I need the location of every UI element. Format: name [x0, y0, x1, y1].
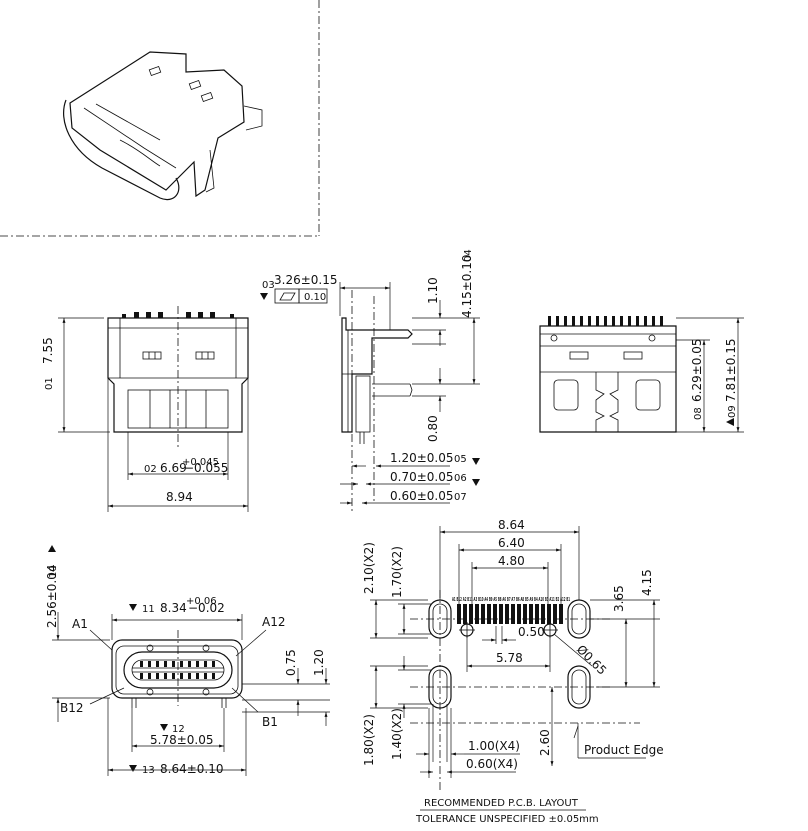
opening-dim-120: 1.20 — [312, 649, 326, 676]
pcb-slot-170: 1.70(X2) — [390, 546, 404, 598]
opening-width-tol-lower: −0.02 — [188, 601, 225, 615]
opening-height-tag: 10 — [48, 565, 59, 578]
pcb-caption-line1: RECOMMENDED P.C.B. LAYOUT — [424, 798, 579, 809]
opening-width-lower-tag: 13 — [142, 765, 155, 776]
pcb-pin-names: A1 B12 A2 B11 A3 B10 A4 B9 A5 B8 A6 B7 A… — [452, 597, 570, 603]
side-flatness: 0.10 — [304, 292, 326, 303]
label-a12: A12 — [262, 615, 285, 629]
label-b1: B1 — [262, 715, 278, 729]
front-height-value: 7.55 — [41, 337, 55, 364]
opening-pin-span: 5.78±0.05 — [150, 733, 214, 747]
side-height-total: 4.15±0.10 — [460, 255, 474, 319]
front-inner-tag: 02 — [144, 464, 157, 475]
pcb-layout — [370, 526, 660, 811]
side-depth-tag: 03 — [262, 280, 275, 291]
rear-height-b: 7.81±0.15 — [724, 339, 738, 403]
side-pin-c-tag: 07 — [454, 492, 467, 503]
pcb-slot-w-060: 0.60(X4) — [466, 757, 518, 771]
opening-view — [48, 545, 330, 776]
pcb-product-edge: Product Edge — [584, 743, 664, 757]
opening-width-tol-upper: +0.06 — [186, 596, 217, 607]
rear-height-b-tag: 09 — [727, 405, 738, 418]
pcb-slot-w-100: 1.00(X4) — [468, 739, 520, 753]
rear-view — [539, 316, 744, 433]
pcb-slot-210: 2.10(X2) — [362, 542, 376, 594]
side-offset-top: 1.10 — [426, 277, 440, 304]
rear-height-a: 6.29±0.05 — [690, 339, 704, 403]
pcb-pitch: 0.50 — [518, 625, 545, 639]
side-offset-low: 0.80 — [426, 415, 440, 442]
pcb-caption-line2: TOLERANCE UNSPECIFIED ±0.05mm — [415, 814, 599, 825]
side-pin-b-tag: 06 — [454, 473, 467, 484]
side-height-tag: 04 — [463, 249, 474, 262]
opening-width-value: 8.34 — [160, 601, 187, 615]
front-view — [58, 306, 249, 512]
pcb-dim-260: 2.60 — [538, 729, 552, 756]
opening-width-tag: 11 — [142, 604, 155, 615]
side-pin-b: 0.70±0.05 — [390, 470, 454, 484]
pcb-slot-140: 1.40(X2) — [390, 708, 404, 760]
isometric-view — [0, 0, 320, 237]
opening-dim-075: 0.75 — [284, 649, 298, 676]
side-depth-value: 3.26±0.15 — [274, 273, 338, 287]
front-outer-width: 8.94 — [166, 490, 193, 504]
opening-height-value: 2.56±0.04 — [45, 565, 59, 629]
side-pin-a-tag: 05 — [454, 454, 467, 465]
pcb-slot-180: 1.80(X2) — [362, 714, 376, 766]
pcb-hole-dia: Ø0.65 — [574, 642, 609, 677]
pcb-dim-365: 3.65 — [612, 585, 626, 612]
pcb-dim-415: 4.15 — [640, 569, 654, 596]
pcb-span-outer: 8.64 — [498, 518, 525, 532]
pcb-span-mid: 6.40 — [498, 536, 525, 550]
side-view — [260, 282, 480, 512]
opening-pin-span-tag: 12 — [172, 724, 185, 735]
front-inner-tol-upper: +0.045 — [182, 457, 219, 468]
front-inner-value: 6.69 — [160, 461, 187, 475]
front-height-tag: 01 — [44, 377, 55, 390]
rear-height-a-tag: 08 — [693, 407, 704, 420]
label-b12: B12 — [60, 701, 84, 715]
label-a1: A1 — [72, 617, 88, 631]
side-pin-a: 1.20±0.05 — [390, 451, 454, 465]
side-pin-c: 0.60±0.05 — [390, 489, 454, 503]
front-inner-tol-lower: −0.055 — [184, 461, 228, 475]
opening-width-lower: 8.64±0.10 — [160, 762, 224, 776]
pcb-span-inner: 4.80 — [498, 554, 525, 568]
pcb-hole-span: 5.78 — [496, 651, 523, 665]
